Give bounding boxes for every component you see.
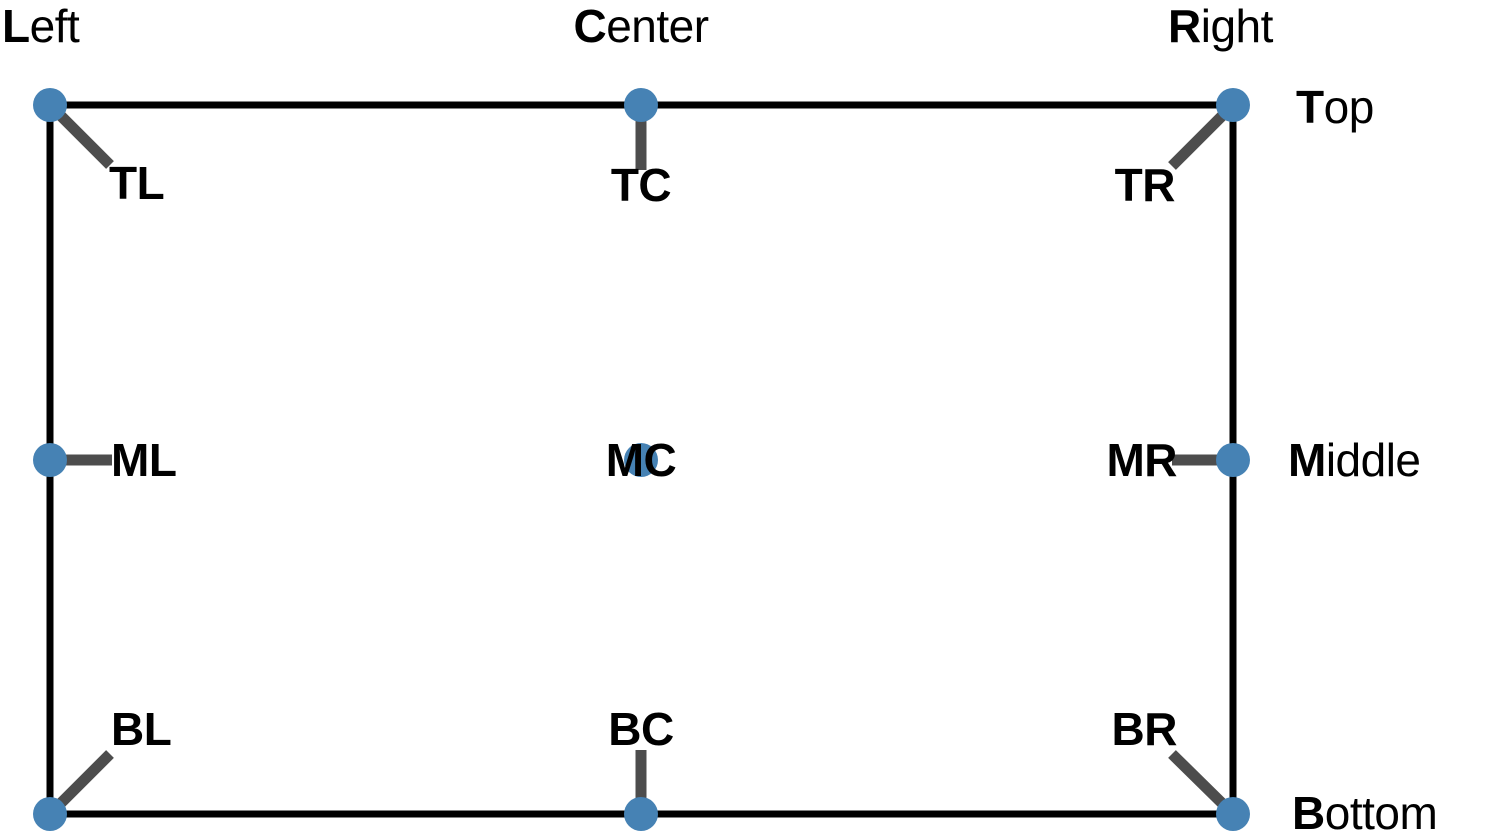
node-label-bc: BC — [608, 703, 674, 755]
row-label-top-rest: op — [1323, 81, 1375, 133]
node-label-br: BR — [1111, 703, 1178, 755]
node-label-tr: TR — [1114, 159, 1176, 211]
node-label-mr: MR — [1106, 434, 1177, 486]
row-label-middle: Middle — [1288, 437, 1421, 483]
anchor-node-bc[interactable] — [624, 797, 658, 831]
column-label-center: Center — [573, 0, 709, 52]
row-label-middle-rest: iddle — [1325, 434, 1421, 486]
column-label-left-cap: L — [2, 0, 30, 52]
row-label-bottom-rest: ottom — [1324, 787, 1438, 839]
anchor-node-mc[interactable] — [624, 443, 658, 477]
row-label-bottom-cap: B — [1292, 787, 1325, 839]
anchor-node-tl[interactable] — [33, 88, 67, 122]
anchor-node-mr[interactable] — [1216, 443, 1250, 477]
row-label-top-cap: T — [1296, 81, 1324, 133]
row-label-bottom: Bottom — [1292, 787, 1438, 839]
node-label-tl: TL — [109, 157, 165, 209]
anchor-node-tc[interactable] — [624, 88, 658, 122]
row-label-top: Top — [1296, 84, 1374, 130]
anchor-node-br[interactable] — [1216, 797, 1250, 831]
column-label-right-rest: ight — [1200, 0, 1274, 52]
node-label-ml: ML — [111, 434, 177, 486]
row-label-middle-cap: M — [1288, 434, 1326, 486]
anchor-node-tr[interactable] — [1216, 88, 1250, 122]
column-label-left-rest: eft — [29, 0, 80, 52]
column-label-right-cap: R — [1168, 0, 1201, 52]
node-label-tc: TC — [610, 159, 672, 211]
column-label-center-rest: enter — [606, 0, 709, 52]
column-label-left: Left — [2, 0, 80, 52]
anchor-node-ml[interactable] — [33, 443, 67, 477]
column-label-center-cap: C — [573, 0, 607, 52]
anchor-nodes — [33, 88, 1250, 831]
node-label-bl: BL — [111, 703, 172, 755]
anchor-node-bl[interactable] — [33, 797, 67, 831]
column-label-right: Right — [1168, 3, 1273, 49]
node-label-mc: MC — [605, 434, 677, 486]
